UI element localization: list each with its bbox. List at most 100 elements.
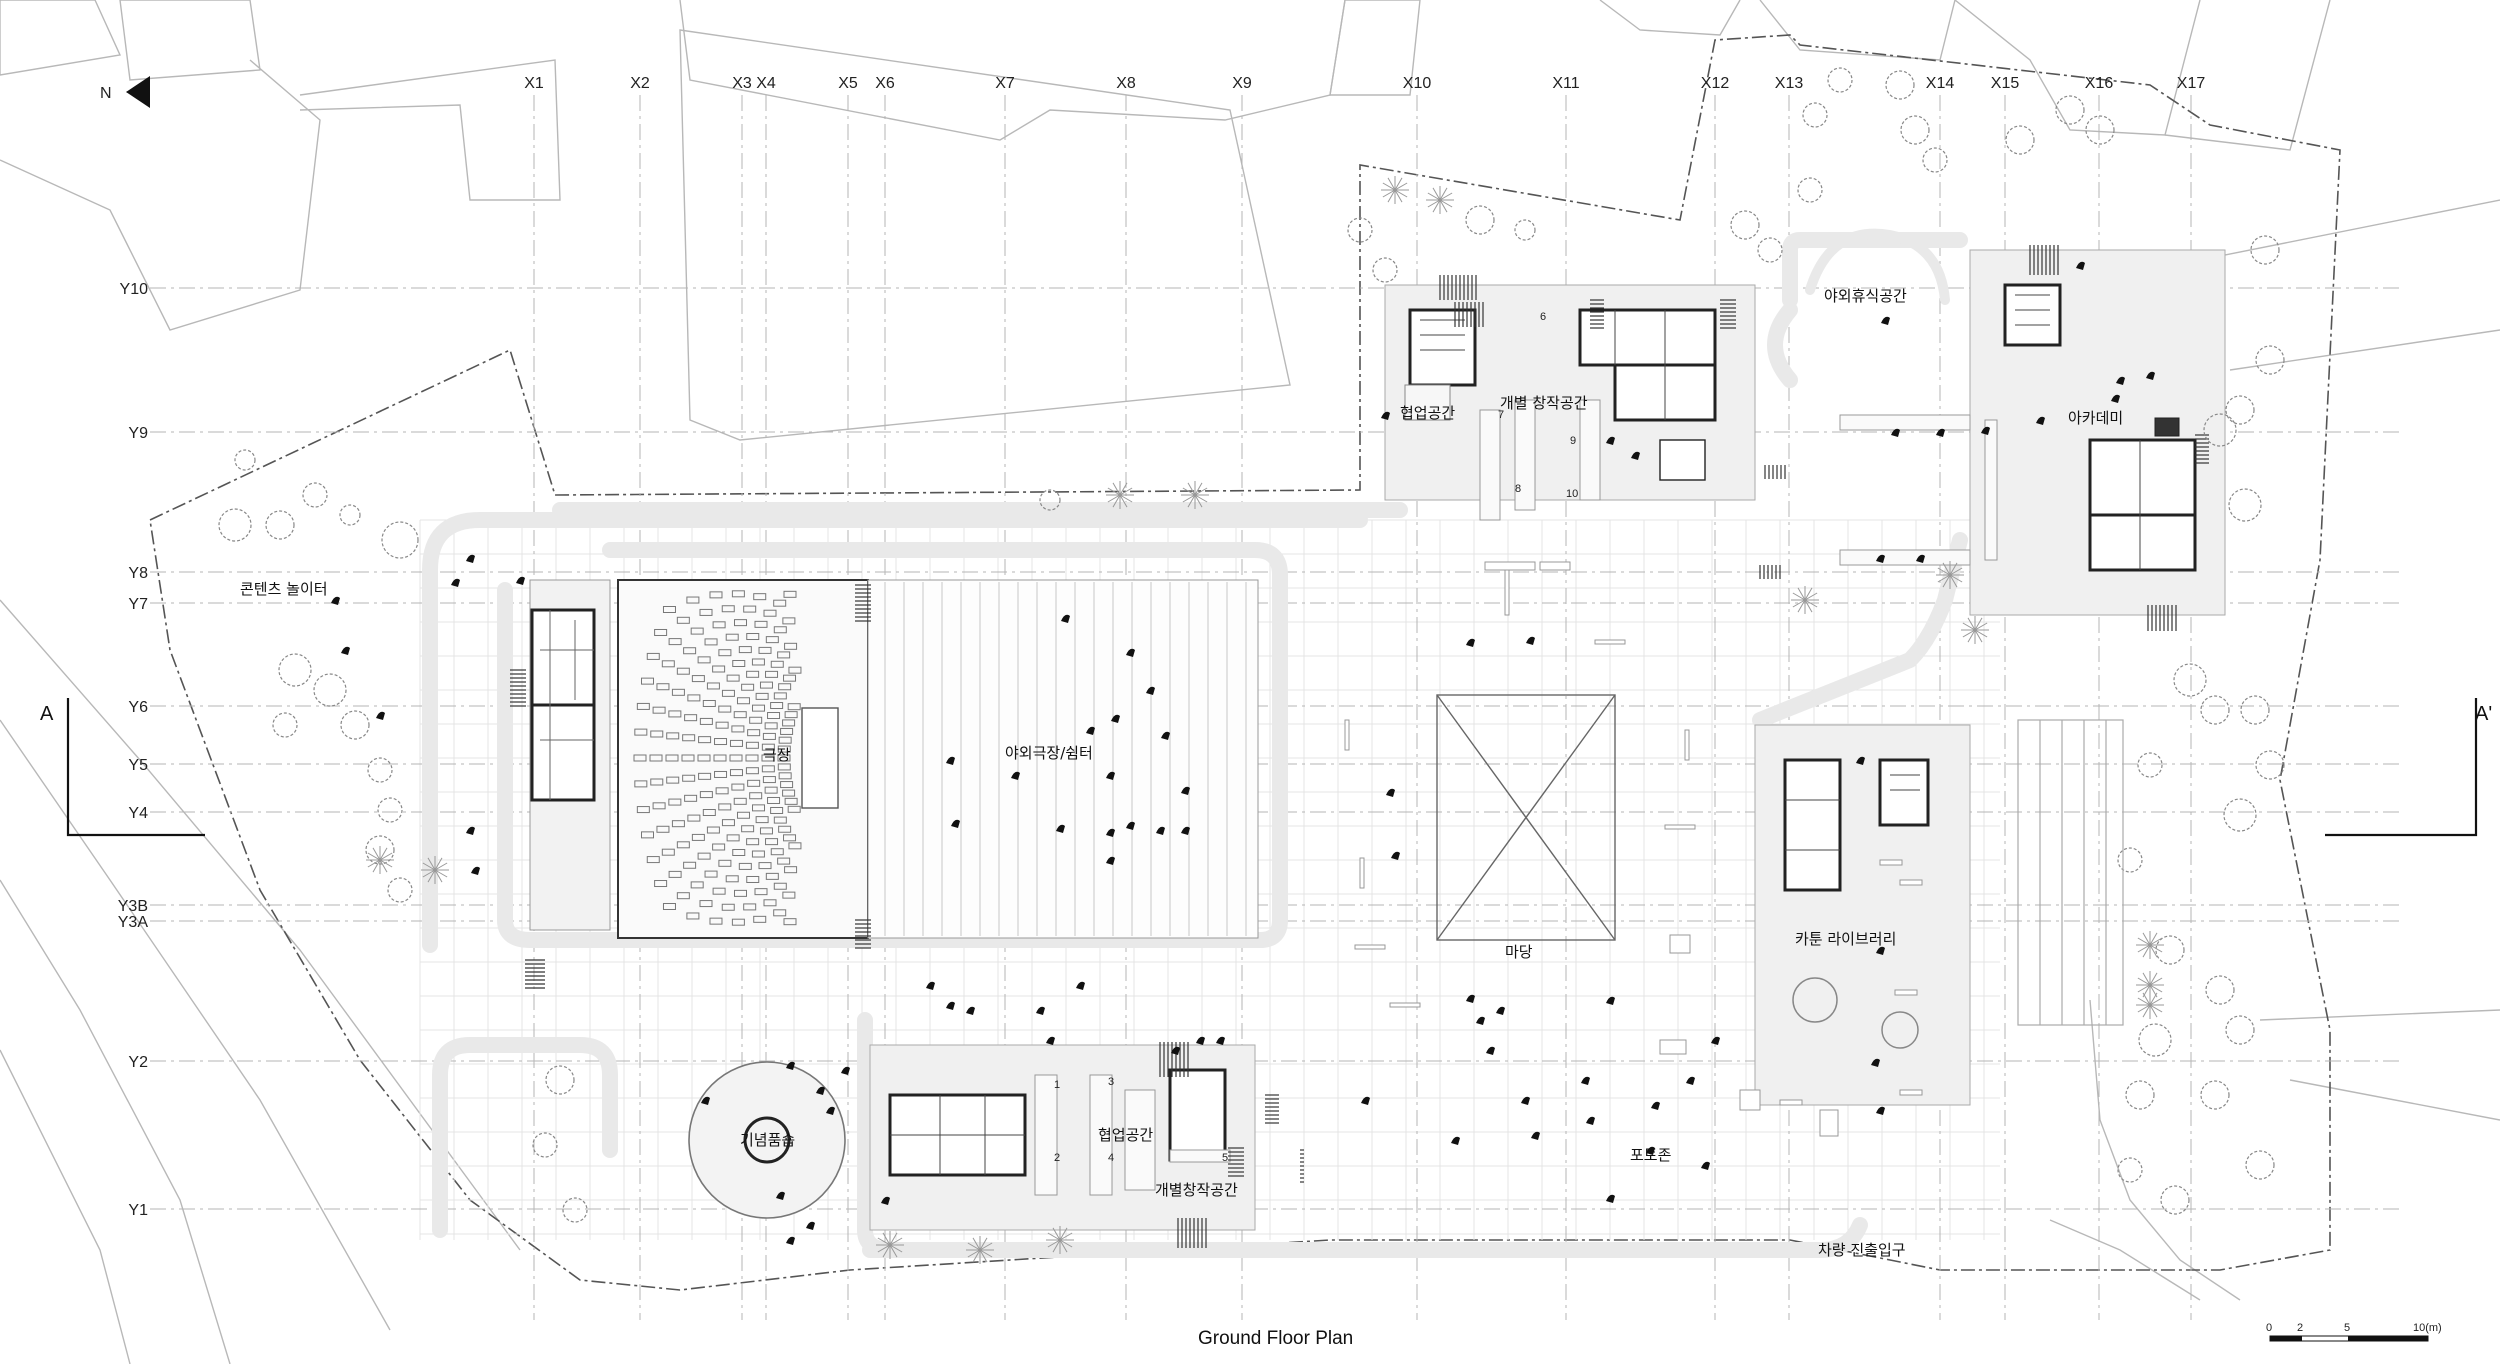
tree-icon (2223, 798, 2257, 832)
person-icon (826, 1106, 835, 1115)
bench (1894, 989, 1918, 996)
people-figures (331, 261, 2155, 1245)
tree-icon (2155, 935, 2185, 965)
shrub-icon (367, 852, 393, 868)
person-icon (946, 1001, 955, 1010)
grid-label-y: Y7 (128, 596, 148, 613)
grid-label-y: Y1 (128, 1202, 148, 1219)
person-icon (1521, 1096, 1530, 1105)
benches (1344, 561, 1923, 1137)
person-icon (1531, 1131, 1540, 1140)
outdoor-theater-area (867, 579, 1259, 939)
person-icon (1011, 771, 1020, 780)
bench (1669, 934, 1691, 954)
grid-label-y: Y10 (120, 281, 149, 298)
bench (1659, 1039, 1687, 1055)
tree-icon (2225, 1015, 2255, 1045)
person-icon (786, 1236, 795, 1245)
person-icon (1161, 731, 1170, 740)
label-vehicle-entrance: 차량 진출입구 (1818, 1241, 1906, 1259)
label-content-playground: 콘텐츠 놀이터 (240, 580, 328, 598)
section-marker-left (66, 698, 205, 837)
stairs (510, 245, 2209, 1248)
person-icon (1526, 636, 1535, 645)
tree-icon (532, 1132, 558, 1158)
person-icon (1651, 1101, 1660, 1110)
person-icon (1106, 828, 1115, 837)
tree-icon (340, 710, 370, 740)
tree-icon (2250, 235, 2280, 265)
bench (1359, 857, 1365, 889)
shrub-icon (967, 1242, 993, 1258)
person-icon (1381, 411, 1390, 420)
person-icon (1486, 1046, 1495, 1055)
room-number: 2 (1054, 1152, 1060, 1164)
tree-icon (2138, 1023, 2172, 1057)
tree-icon (2173, 663, 2207, 697)
label-outdoor-theater: 야외극장/쉼터 (1005, 744, 1093, 762)
person-icon (701, 1096, 710, 1105)
room-number: 7 (1498, 409, 1504, 421)
theater-block (530, 579, 1259, 939)
room-number: 6 (1540, 311, 1546, 323)
bench (1539, 561, 1571, 571)
top-studio-block (1404, 308, 1717, 521)
grid-label-x: X15 (1991, 75, 2020, 92)
room-number: 9 (1570, 435, 1576, 447)
person-icon (1156, 826, 1165, 835)
label-souvenir-shop: 기념품숍 (740, 1131, 795, 1149)
person-icon (1126, 648, 1135, 657)
room-number: 3 (1108, 1076, 1114, 1088)
tree-icon (302, 482, 328, 508)
grid-label-x: X17 (2177, 75, 2206, 92)
bench (1899, 879, 1923, 886)
person-icon (1871, 1058, 1880, 1067)
person-icon (1496, 1006, 1505, 1015)
tree-icon (2203, 413, 2237, 447)
person-icon (1646, 1146, 1655, 1155)
tree-icon (2085, 115, 2115, 145)
tree-icon (2255, 345, 2285, 375)
person-icon (1361, 1096, 1370, 1105)
grid-label-x: X2 (630, 75, 650, 92)
shrub-icon (1937, 567, 1963, 583)
person-icon (1386, 788, 1395, 797)
scale-bar: 0 2 5 10(m) (2266, 1322, 2442, 1342)
room-number: 8 (1515, 483, 1521, 495)
person-icon (1106, 856, 1115, 865)
person-icon (841, 1066, 850, 1075)
grid-label-y: Y2 (128, 1054, 148, 1071)
scale-tick: 0 (2266, 1322, 2272, 1334)
library-block (1783, 758, 1930, 1049)
tree-icon (1465, 205, 1495, 235)
section-label-left: A (40, 703, 54, 725)
person-icon (1111, 714, 1120, 723)
person-icon (1046, 1036, 1055, 1045)
bench (1664, 824, 1696, 830)
label-cartoon-library: 카툰 라이브러리 (1795, 930, 1896, 948)
shrub-icon (877, 1237, 903, 1253)
grid-label-y: Y4 (128, 805, 148, 822)
label-individual-studio-top: 개별 창작공간 (1500, 394, 1588, 412)
tree-icon (367, 757, 393, 783)
grid-label-x: X5 (838, 75, 858, 92)
tree-icon (2228, 488, 2262, 522)
person-icon (1171, 1046, 1180, 1055)
section-marker-right (2325, 698, 2478, 837)
person-icon (1586, 1116, 1595, 1125)
tree-icon (272, 712, 298, 738)
tree-icon (387, 877, 413, 903)
tree-icon (1827, 67, 1853, 93)
label-courtyard: 마당 (1505, 943, 1533, 961)
person-icon (451, 578, 460, 587)
person-icon (1181, 826, 1190, 835)
room-number: 1 (1054, 1079, 1060, 1091)
shrub-icon (2137, 997, 2163, 1013)
grid-label-y: Y8 (128, 565, 148, 582)
label-outdoor-rest: 야외휴식공간 (1824, 287, 1907, 305)
grid-label-y: Y5 (128, 757, 148, 774)
shrub-icon (2137, 937, 2163, 953)
person-icon (1126, 821, 1135, 830)
person-icon (1606, 1194, 1615, 1203)
person-icon (1036, 1006, 1045, 1015)
